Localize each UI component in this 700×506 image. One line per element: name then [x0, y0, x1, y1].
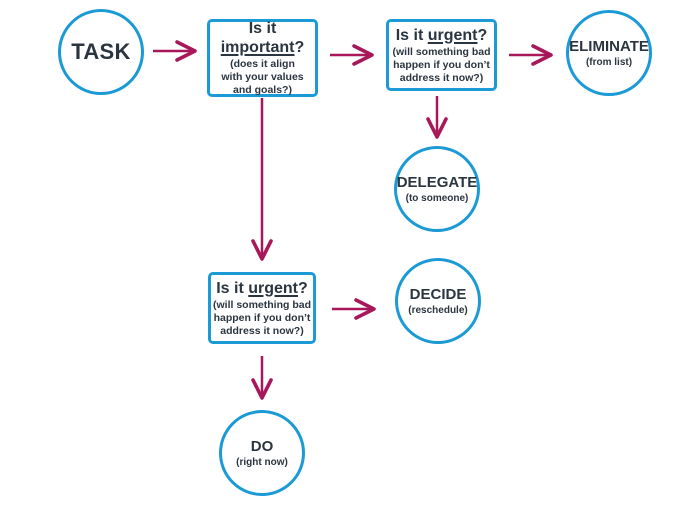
- urgent-bottom-detail: (will something bad happen if you don’t …: [212, 298, 311, 337]
- delegate-node: DELEGATE (to someone): [394, 146, 480, 232]
- eliminate-node: ELIMINATE (from list): [566, 10, 652, 96]
- urgent-bottom-title: Is it urgent?: [216, 279, 308, 297]
- urgent-top-title: Is it urgent?: [395, 26, 488, 44]
- eliminate-sub: (from list): [585, 57, 633, 68]
- urgent-question-box-top: Is it urgent? (will something bad happen…: [386, 19, 497, 91]
- decide-node: DECIDE (reschedule): [395, 258, 481, 344]
- task-label: TASK: [71, 39, 131, 64]
- do-node: DO (right now): [219, 410, 305, 496]
- decide-sub: (reschedule): [408, 305, 468, 316]
- important-question-box: Is it important? (does it align with you…: [207, 19, 318, 97]
- delegate-label: DELEGATE: [396, 174, 478, 191]
- do-label: DO: [250, 438, 274, 455]
- urgent-top-keyword: urgent: [427, 26, 478, 44]
- task-node: TASK: [58, 9, 144, 95]
- urgent-question-box-bottom: Is it urgent? (will something bad happen…: [208, 272, 316, 344]
- important-title: Is it important?: [220, 20, 305, 56]
- delegate-sub: (to someone): [405, 193, 469, 204]
- important-detail: (does it align with your values and goal…: [221, 58, 304, 96]
- important-keyword: important: [220, 39, 295, 56]
- urgent-top-detail: (will something bad happen if you don’t …: [392, 45, 491, 84]
- decide-label: DECIDE: [409, 286, 467, 303]
- eliminate-label: ELIMINATE: [569, 38, 649, 55]
- urgent-bottom-keyword: urgent: [248, 279, 298, 297]
- do-sub: (right now): [236, 457, 288, 468]
